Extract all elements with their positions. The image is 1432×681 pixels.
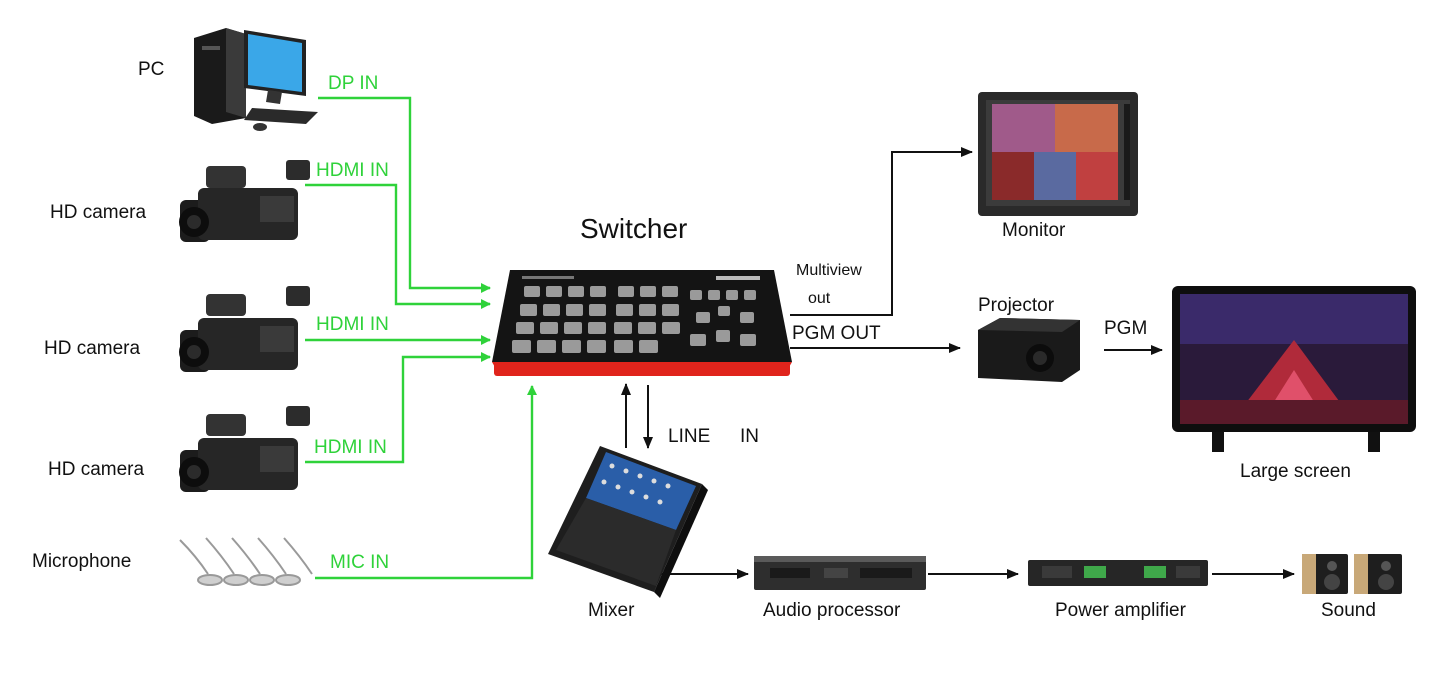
mic-in-line — [315, 385, 537, 580]
hdmi-in-2-label: HDMI IN — [316, 314, 389, 335]
hdmi-in-3-label: HDMI IN — [314, 437, 387, 458]
pgm-label: PGM — [1104, 318, 1148, 339]
source-camera-1-label: HD camera — [50, 202, 147, 223]
projector-label: Projector — [978, 295, 1055, 316]
sound-label: Sound — [1321, 600, 1376, 621]
hd-camera-icon-2 — [179, 286, 310, 372]
source-pc-label: PC — [138, 59, 165, 80]
multiview-out-line — [790, 147, 973, 316]
line-label: LINE — [668, 426, 711, 447]
microphone-icon — [179, 537, 313, 586]
hdmi-in-3-line — [305, 352, 491, 464]
monitor-icon — [978, 92, 1138, 216]
source-camera-2-label: HD camera — [44, 338, 141, 359]
power-amplifier-icon — [1028, 560, 1208, 586]
large-screen-icon — [1172, 286, 1416, 452]
hdmi-in-1-line — [305, 183, 491, 309]
large-screen-label: Large screen — [1240, 461, 1351, 482]
hd-camera-icon-1 — [179, 160, 310, 242]
hdmi-in-1-label: HDMI IN — [316, 160, 389, 181]
hd-camera-icon-3 — [179, 406, 310, 492]
power-amplifier-label: Power amplifier — [1055, 600, 1186, 621]
switcher-title: Switcher — [580, 213, 688, 244]
dp-in-label: DP IN — [328, 73, 379, 94]
switcher-icon — [492, 270, 792, 376]
source-microphone-label: Microphone — [32, 551, 132, 572]
projector-icon — [978, 318, 1080, 382]
output-connections — [621, 147, 1295, 579]
pgm-out-label: PGM OUT — [792, 323, 881, 344]
multiview-label: Multiview — [796, 262, 862, 279]
sound-speakers-icon — [1302, 554, 1402, 594]
audio-processor-icon — [754, 556, 926, 590]
dp-in-line — [318, 96, 491, 293]
mixer-label: Mixer — [588, 600, 635, 621]
mixer-icon — [548, 446, 708, 598]
input-connections — [305, 96, 537, 580]
multiview-out-label: out — [808, 290, 831, 307]
mic-in-label: MIC IN — [330, 552, 390, 573]
line-in-label: IN — [740, 426, 759, 447]
monitor-label: Monitor — [1002, 220, 1066, 241]
pc-icon — [194, 28, 318, 131]
audio-processor-label: Audio processor — [763, 600, 901, 621]
source-camera-3-label: HD camera — [48, 459, 145, 480]
